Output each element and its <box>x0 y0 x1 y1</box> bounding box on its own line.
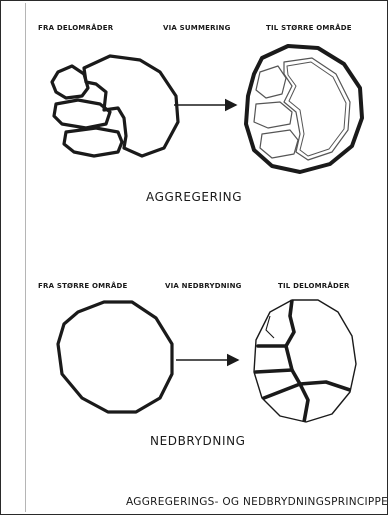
agg-subareas-group <box>52 56 178 156</box>
agg-combined-inner-large <box>284 58 350 160</box>
nb-split-divider-vertical <box>286 300 308 422</box>
nb-split-divider-middle <box>256 370 292 372</box>
agg-subarea-large <box>84 56 178 156</box>
nb-label-via: VIA NEDBRYDNING <box>165 282 242 290</box>
agg-combined-inner-bottom <box>260 130 298 158</box>
nb-whole-group <box>58 302 172 412</box>
nb-split-divider-bottom <box>264 384 300 398</box>
agg-caption: AGGREGERING <box>146 190 242 204</box>
nb-whole-area <box>58 302 172 412</box>
agg-combined-group <box>246 46 362 172</box>
agg-subarea-middle <box>54 100 110 128</box>
footer-title: AGGREGERINGS- OG NEDBRYDNINGSPRINCIPPET <box>126 496 388 508</box>
nb-label-from: FRA STØRRE OMRÅDE <box>38 282 128 290</box>
nb-label-to: TIL DELOMRÅDER <box>278 282 350 290</box>
nb-split-inner-detail <box>266 316 274 338</box>
agg-combined-inner-middle <box>254 102 292 128</box>
agg-subarea-topleft <box>52 66 88 98</box>
nb-split-group <box>254 300 356 422</box>
nb-split-divider-right <box>300 382 350 390</box>
nb-caption: NEDBRYDNING <box>150 434 246 448</box>
agg-subarea-bottom <box>64 128 122 156</box>
agg-combined-inner-topleft <box>256 66 286 98</box>
